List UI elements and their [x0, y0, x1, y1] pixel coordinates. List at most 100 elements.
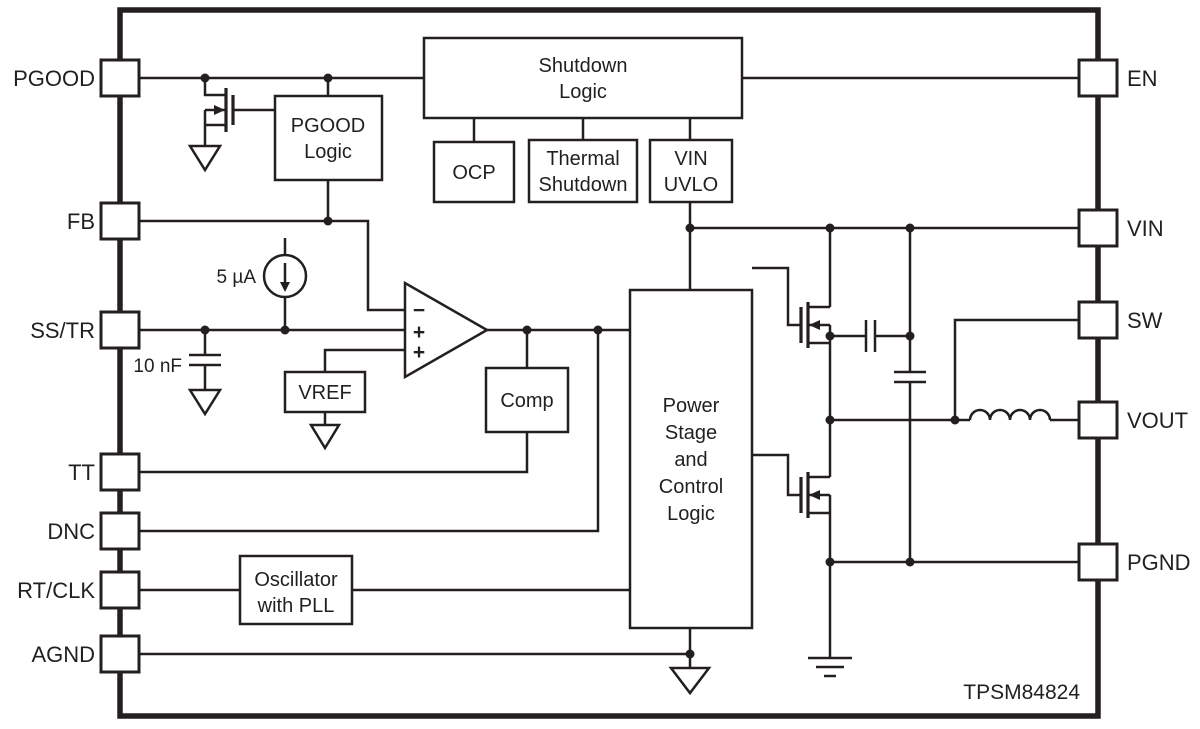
pin-label-en: EN — [1127, 66, 1158, 91]
pin-pgnd — [1077, 542, 1119, 582]
soft-start-cap-value: 10 nF — [133, 356, 182, 377]
pin-label-sstr: SS/TR — [30, 318, 95, 343]
module-outline — [117, 7, 1101, 719]
wire-ls-gate — [752, 453, 801, 497]
oscillator-label-2: with PLL — [257, 595, 335, 617]
shutdown-logic-label-2: Logic — [559, 81, 607, 103]
power-stage-label-1: Power — [663, 395, 720, 417]
oscillator-label-1: Oscillator — [254, 569, 338, 591]
pgood-logic-label-1: PGOOD — [291, 115, 365, 137]
earth-ground-symbol — [808, 656, 852, 678]
junction-dot — [522, 325, 532, 335]
pin-label-sw: SW — [1127, 308, 1163, 333]
pin-label-fb: FB — [67, 209, 95, 234]
part-number: TPSM84824 — [963, 681, 1080, 704]
ocp-label: OCP — [452, 162, 495, 184]
junction-dot — [323, 216, 333, 226]
pin-agnd — [99, 634, 141, 674]
ground-triangle-agnd — [668, 666, 712, 696]
current-source-value: 5 µA — [217, 267, 257, 288]
wire-sw — [953, 318, 1079, 420]
wires — [139, 76, 1079, 696]
junction-dot — [200, 325, 210, 335]
junction-dot — [323, 73, 333, 83]
junction-dot — [825, 223, 835, 233]
comp-label: Comp — [500, 390, 553, 412]
pin-rtclk — [99, 570, 141, 610]
wire-ls-fet-leads — [808, 420, 832, 658]
block-vin-uvlo — [648, 138, 734, 204]
junction-dot — [593, 325, 603, 335]
amp-minus-label: − — [413, 299, 425, 322]
soft-start-capacitor — [189, 330, 221, 390]
pgood-fet-arrow — [214, 105, 225, 115]
wire-vref — [323, 348, 405, 372]
ground-triangle-soft-start — [187, 388, 223, 417]
thermal-shutdown-label-2: Shutdown — [539, 174, 628, 196]
hs-fet-arrow — [809, 320, 820, 330]
pin-label-dnc: DNC — [47, 519, 95, 544]
current-source-arrow-head — [280, 282, 290, 292]
ground-triangle-pgood-fet — [187, 144, 223, 173]
junction-dot — [685, 649, 695, 659]
pin-sstr — [99, 310, 141, 350]
pin-en — [1077, 58, 1119, 98]
wire-fb — [139, 219, 405, 312]
pin-label-tt: TT — [68, 460, 95, 485]
pin-labels: PGOOD FB SS/TR TT DNC RT/CLK AGND EN VIN… — [13, 66, 1190, 667]
block-comp — [484, 366, 570, 434]
junction-dot — [200, 73, 210, 83]
pin-pgood — [99, 58, 141, 98]
pin-label-pgood: PGOOD — [13, 66, 95, 91]
junction-dot — [905, 223, 915, 233]
pin-vin — [1077, 208, 1119, 248]
vin-uvlo-label-2: UVLO — [664, 174, 718, 196]
capacitor-input — [894, 228, 926, 562]
pin-label-vout: VOUT — [1127, 408, 1188, 433]
error-amplifier — [403, 280, 490, 380]
block-pgood-logic — [273, 94, 384, 182]
pin-label-agnd: AGND — [31, 642, 95, 667]
pin-vout — [1077, 400, 1119, 440]
junction-dot — [685, 223, 695, 233]
power-stage-label-2: Stage — [665, 422, 717, 444]
current-source-circle — [262, 253, 308, 299]
junction-dots — [200, 73, 960, 659]
power-stage-label-4: Control — [659, 476, 723, 498]
block-thermal-shutdown — [527, 138, 639, 204]
block-oscillator — [238, 554, 354, 626]
junction-dot — [905, 331, 915, 341]
pin-label-rtclk: RT/CLK — [17, 578, 95, 603]
wire-dnc — [139, 330, 600, 533]
power-stage-label-3: and — [674, 449, 707, 471]
block-power-stage — [628, 288, 754, 630]
wire-tt — [139, 432, 529, 474]
block-vref — [283, 370, 367, 414]
capacitor-boot — [830, 320, 910, 352]
pgood-logic-label-2: Logic — [304, 141, 352, 163]
thermal-shutdown-label-1: Thermal — [546, 148, 619, 170]
amp-plus1-label: + — [413, 321, 425, 344]
vin-uvlo-label-1: VIN — [674, 148, 707, 170]
block-shutdown-logic — [422, 36, 744, 120]
junction-dot — [825, 557, 835, 567]
pin-tt — [99, 452, 141, 492]
junction-dot — [825, 415, 835, 425]
pin-label-pgnd: PGND — [1127, 550, 1191, 575]
wire-hs-gate — [752, 266, 801, 327]
pin-sw — [1077, 300, 1119, 340]
blocks: PGOOD Logic Shutdown Logic OCP Thermal S… — [238, 36, 754, 630]
junction-dot — [825, 331, 835, 341]
ls-fet-arrow — [809, 490, 820, 500]
pin-dnc — [99, 511, 141, 551]
amp-plus2-label: + — [413, 341, 425, 364]
junction-dot — [280, 325, 290, 335]
junction-dot — [950, 415, 960, 425]
block-ocp — [432, 140, 516, 204]
shutdown-logic-label-1: Shutdown — [539, 55, 628, 77]
inductor — [968, 408, 1052, 421]
junction-dot — [905, 557, 915, 567]
vref-label: VREF — [298, 382, 351, 404]
